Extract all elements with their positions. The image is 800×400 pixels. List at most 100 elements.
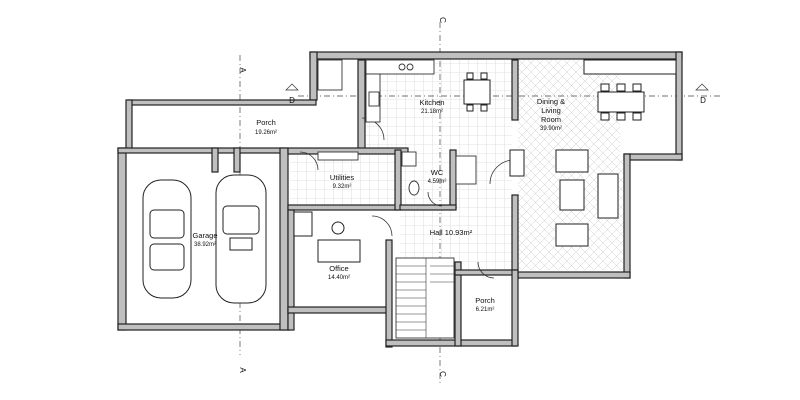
kitchen-floor xyxy=(366,60,512,152)
room-label: Garage xyxy=(192,231,217,240)
wall-east-upper xyxy=(675,51,683,161)
door-porch-small xyxy=(477,261,495,279)
office-furniture xyxy=(293,211,361,263)
room-label: Office xyxy=(329,264,348,273)
wall-wc-west xyxy=(394,149,402,211)
room-label: WC xyxy=(431,168,444,177)
desk xyxy=(317,239,361,263)
room-label: Room xyxy=(541,115,561,124)
kitchen-table xyxy=(463,79,491,105)
section-arrow-icon xyxy=(695,83,709,91)
wall-east-lower xyxy=(623,153,631,279)
wall-garage-north xyxy=(117,147,287,154)
wall-porch-small-east xyxy=(511,269,519,347)
room-area: 9.32m² xyxy=(333,184,352,190)
wall-kitchen-west xyxy=(309,51,318,101)
kitchen-fixtures xyxy=(317,59,491,123)
room-label: Dining & xyxy=(537,97,565,106)
room-label: Living xyxy=(541,106,561,115)
room-area: 39.90m² xyxy=(540,126,562,132)
wall-garage-west xyxy=(117,147,127,331)
pantry xyxy=(317,59,343,91)
room-area: 21.18m² xyxy=(421,109,443,115)
utility-counter xyxy=(317,151,359,161)
room-area: 14.40m² xyxy=(328,275,350,281)
chair xyxy=(480,72,488,80)
chair xyxy=(632,112,642,121)
garage-door-posts xyxy=(211,147,241,173)
section-mark-c-bottom: C xyxy=(438,371,447,377)
door-kitchen xyxy=(361,117,385,141)
room-label: Porch xyxy=(475,296,495,305)
wall-porch-small-north xyxy=(454,269,518,276)
washbasin xyxy=(401,151,417,167)
car-windscreen xyxy=(222,205,260,235)
wall-dining-south xyxy=(517,271,631,279)
sideboard xyxy=(583,59,677,75)
car-body xyxy=(142,179,192,299)
section-arrow-icon xyxy=(285,83,299,91)
section-markers: A A C C D D xyxy=(238,17,709,377)
room-labels: Porch 19.26m² Garage 38.92m² Kitchen 21.… xyxy=(192,97,565,313)
chair xyxy=(600,112,610,121)
room-label: Utilities xyxy=(330,173,354,182)
wall-north xyxy=(309,51,683,60)
garage-cars xyxy=(142,174,267,304)
car-left xyxy=(142,179,192,299)
car-roof xyxy=(149,243,185,271)
wall-garage-east xyxy=(279,147,289,331)
garage-post xyxy=(233,147,241,173)
section-mark-a-top: A xyxy=(238,67,247,73)
sofa xyxy=(555,223,589,247)
wall-office-south xyxy=(287,306,389,314)
hob-ring xyxy=(406,63,414,71)
dining-table xyxy=(597,91,645,113)
wall-office-west xyxy=(287,209,295,331)
wall-garage-south xyxy=(117,323,291,331)
chair xyxy=(616,112,626,121)
shelf xyxy=(293,211,313,237)
car-right xyxy=(215,174,267,304)
chair xyxy=(632,83,642,92)
dining-furniture xyxy=(509,59,677,247)
wall-wc-east xyxy=(449,149,457,209)
room-label: Porch xyxy=(256,118,276,127)
chair xyxy=(466,72,474,80)
wc-utilities-fixtures xyxy=(317,151,477,196)
room-area: 6.21m² xyxy=(476,307,495,313)
door-utilities xyxy=(299,151,319,171)
door-office xyxy=(371,215,393,237)
wall-wc-south xyxy=(399,204,457,211)
room-label: Hall 10.93m² xyxy=(430,228,473,237)
wall-south xyxy=(385,339,517,347)
sink xyxy=(368,91,380,107)
office-chair xyxy=(331,221,345,235)
fireplace xyxy=(509,149,525,177)
toilet xyxy=(408,180,420,196)
wall-east-step xyxy=(623,153,683,161)
section-mark-c-top: C xyxy=(438,17,447,23)
wall-dining-divider-bottom xyxy=(511,194,519,276)
hob-ring xyxy=(398,63,406,71)
section-mark-d-left: D xyxy=(289,96,295,105)
wall-utilities-south xyxy=(287,204,399,211)
wall-kitchen-inner xyxy=(357,59,366,153)
chair xyxy=(600,83,610,92)
chair xyxy=(616,83,626,92)
sofa xyxy=(597,173,619,219)
section-mark-d-right: D xyxy=(700,96,706,105)
chair xyxy=(480,104,488,112)
room-area: 4.59m² xyxy=(428,179,447,185)
wall-office-east xyxy=(385,239,393,348)
wall-dining-divider-top xyxy=(511,59,519,121)
room-area: 19.26m² xyxy=(255,130,277,136)
wall-stair-east xyxy=(454,261,462,347)
coffee-table xyxy=(559,179,585,211)
garage-post xyxy=(211,147,219,173)
chair xyxy=(466,104,474,112)
sofa xyxy=(555,149,589,173)
car-windscreen xyxy=(149,209,185,239)
stairs xyxy=(395,257,455,339)
car-badge xyxy=(229,237,253,251)
